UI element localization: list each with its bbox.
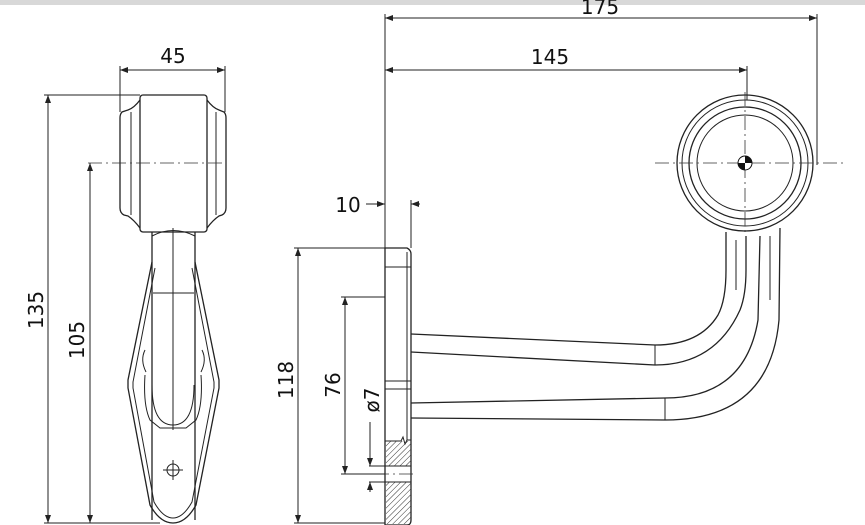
dimension-175: 175: [385, 0, 818, 165]
dim-label-10: 10: [335, 193, 360, 217]
dimension-10: 10: [335, 193, 420, 248]
dimension-145: 145: [385, 45, 748, 100]
top-border: [0, 0, 865, 5]
front-view: [88, 94, 227, 524]
dimension-118: 118: [274, 247, 385, 524]
center-mark-icon: [737, 155, 753, 171]
lamp-head: [655, 92, 845, 235]
dimension-135: 135: [24, 94, 160, 524]
dim-label-135: 135: [24, 291, 48, 329]
dimension-hole-diameter: ø7: [360, 388, 385, 492]
dimension-76: 76: [321, 296, 385, 475]
dim-label-118: 118: [274, 361, 298, 399]
dimension-105: 105: [65, 163, 93, 523]
dimension-45: 45: [119, 44, 226, 112]
dim-label-76: 76: [321, 372, 345, 397]
dim-label-45: 45: [160, 44, 185, 68]
dim-label-175: 175: [581, 0, 619, 19]
mounting-hole-front: [163, 460, 183, 480]
dim-label-145: 145: [531, 45, 569, 69]
side-view: [375, 14, 845, 525]
dim-label-105: 105: [65, 321, 89, 359]
dim-label-d7: ø7: [360, 388, 384, 413]
